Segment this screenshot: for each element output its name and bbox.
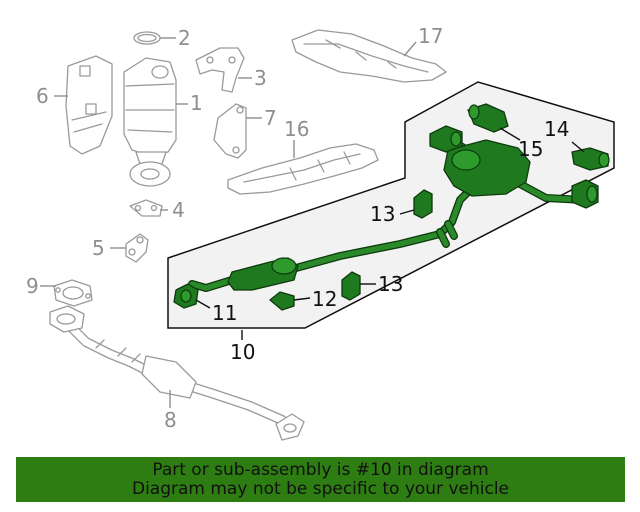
part-4-bracket [129,199,163,217]
part-11-gasket [173,283,199,309]
banner-line-2: Diagram may not be specific to your vehi… [131,479,509,499]
callout-6: 6 [36,84,49,108]
part-5-hanger [125,233,149,263]
parts-diagram: 1 2 3 4 5 6 7 8 9 16 17 10 11 12 13 13 1… [26,24,615,441]
part-8-front-pipe [49,305,305,441]
tailpipe-tips-left [429,125,463,153]
info-banner: Part or sub-assembly is #10 in diagram D… [16,457,625,502]
callout-14: 14 [544,117,569,141]
callout-9: 9 [26,274,39,298]
callout-12: 12 [312,287,337,311]
callout-13-upper: 13 [370,202,395,226]
callout-15: 15 [518,137,543,161]
callout-4: 4 [172,198,185,222]
callout-5: 5 [92,236,105,260]
part-16-heat-shield [227,143,379,195]
part-7-bracket [213,103,247,159]
part-1-catalytic-converter [123,57,177,187]
resonator [227,257,299,291]
part-17-heat-shield [291,29,447,83]
callout-16: 16 [284,117,309,141]
callout-13-lower: 13 [378,272,403,296]
part-6-shield [65,55,113,155]
callout-17: 17 [418,24,443,48]
part-13-hanger-lower [341,271,361,301]
part-2-gasket [133,31,161,45]
callout-1: 1 [190,91,203,115]
callout-3: 3 [254,66,267,90]
part-15-tip [467,103,509,133]
leader-lines [40,37,585,408]
part-12-insulator [269,291,295,311]
callout-8: 8 [164,408,177,432]
part-14-tip [571,147,610,171]
tailpipe-tips [571,179,599,209]
part-9-gasket [53,279,93,307]
part-13-hanger-upper [413,189,433,219]
callout-10: 10 [230,340,255,364]
callout-11: 11 [212,301,237,325]
part-3-bracket [195,47,245,93]
callout-7: 7 [264,106,277,130]
rear-muffler [443,139,531,197]
banner-line-1: Part or sub-assembly is #10 in diagram [152,460,489,480]
callout-2: 2 [178,26,191,50]
